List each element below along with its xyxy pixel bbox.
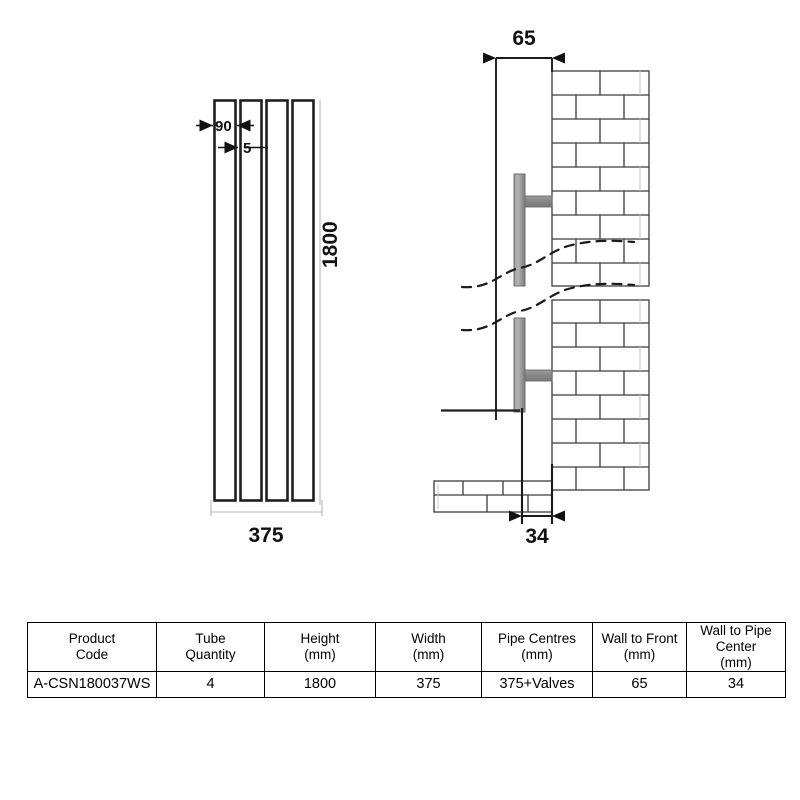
column-header-tube-quantity: Tube Quantity xyxy=(156,622,265,672)
dim-arrow-right xyxy=(552,52,565,64)
radiator-tube xyxy=(239,99,263,502)
spec-table-body: A-CSN180037WS 4 1800 375 375+Valves 65 3… xyxy=(27,671,786,698)
break-line xyxy=(460,239,636,289)
header-line-2: (mm) xyxy=(720,655,752,670)
dim-tube-gap-5: 5 xyxy=(218,140,268,157)
header-line-1: Height xyxy=(300,631,340,646)
header-line-1: Wall to Front xyxy=(601,631,678,646)
radiator-tube xyxy=(291,99,315,502)
radiator-tube xyxy=(213,99,237,502)
dim-tube-width-90: 90 xyxy=(196,118,254,135)
dim-label-tube-gap: 5 xyxy=(243,140,251,157)
column-header-height: Height (mm) xyxy=(264,622,376,672)
radiator-profile xyxy=(513,173,526,287)
dim-label-height: 1800 xyxy=(319,221,342,268)
header-line-1: Tube xyxy=(195,631,226,646)
floor-outline xyxy=(433,480,553,513)
brick-wall-lower xyxy=(551,299,650,491)
header-line-2: (mm) xyxy=(412,647,445,662)
header-line-2: (mm) xyxy=(521,647,553,662)
cell-wall-to-pipe-center: 34 xyxy=(686,671,786,698)
dim-wall-to-pipe-34: 34 xyxy=(509,408,565,548)
header-line-1: Width xyxy=(411,631,446,646)
spec-table-head: Product Code Tube Quantity Height (mm) W… xyxy=(27,622,786,672)
dim-arrow-right xyxy=(552,510,565,522)
dim-label-wall-to-pipe-center: 34 xyxy=(525,525,549,548)
wall-section-side-view: 65 34 xyxy=(433,27,650,548)
floor xyxy=(433,480,553,513)
wall-bracket xyxy=(524,195,553,208)
break-line xyxy=(460,282,636,332)
product-spec-table: Product Code Tube Quantity Height (mm) W… xyxy=(27,622,786,698)
table-row: A-CSN180037WS 4 1800 375 375+Valves 65 3… xyxy=(27,671,786,698)
header-line-1: Pipe Centres xyxy=(497,631,577,646)
header-line-2: (mm) xyxy=(304,647,336,662)
spec-header-row: Product Code Tube Quantity Height (mm) W… xyxy=(27,622,786,672)
dim-arrow-left xyxy=(483,52,496,64)
column-header-pipe-centres: Pipe Centres (mm) xyxy=(481,622,593,672)
radiator-profile xyxy=(513,317,526,413)
product-spec-table-container: Product Code Tube Quantity Height (mm) W… xyxy=(27,622,786,698)
cell-pipe-centres: 375+Valves xyxy=(481,671,593,698)
dim-label-width: 375 xyxy=(248,524,283,547)
header-line-2: Code xyxy=(75,647,109,662)
column-header-wall-to-pipe-center: Wall to Pipe Center (mm) xyxy=(686,622,786,672)
dim-wall-to-front-65: 65 xyxy=(483,27,565,420)
cell-height: 1800 xyxy=(264,671,376,698)
brick-wall-upper xyxy=(551,70,650,287)
radiator-front-elevation: 90 5 1800 375 xyxy=(196,99,342,547)
dim-label-wall-to-front: 65 xyxy=(512,27,536,50)
dim-label-tube-width: 90 xyxy=(215,118,232,135)
column-header-width: Width (mm) xyxy=(375,622,482,672)
cell-width: 375 xyxy=(375,671,482,698)
column-header-wall-to-front: Wall to Front (mm) xyxy=(592,622,687,672)
cell-wall-to-front: 65 xyxy=(592,671,687,698)
header-line-2: (mm) xyxy=(623,647,656,662)
cell-product-code: A-CSN180037WS xyxy=(27,671,157,698)
header-line-1: Product xyxy=(68,631,116,646)
column-header-product-code: Product Code xyxy=(27,622,157,672)
radiator-tube xyxy=(265,99,289,502)
dim-arrow-left xyxy=(509,510,522,522)
header-line-2: Quantity xyxy=(185,647,236,662)
header-line-1: Wall to Pipe Center xyxy=(700,623,772,654)
cell-tube-quantity: 4 xyxy=(156,671,265,698)
wall-bracket xyxy=(524,369,553,382)
